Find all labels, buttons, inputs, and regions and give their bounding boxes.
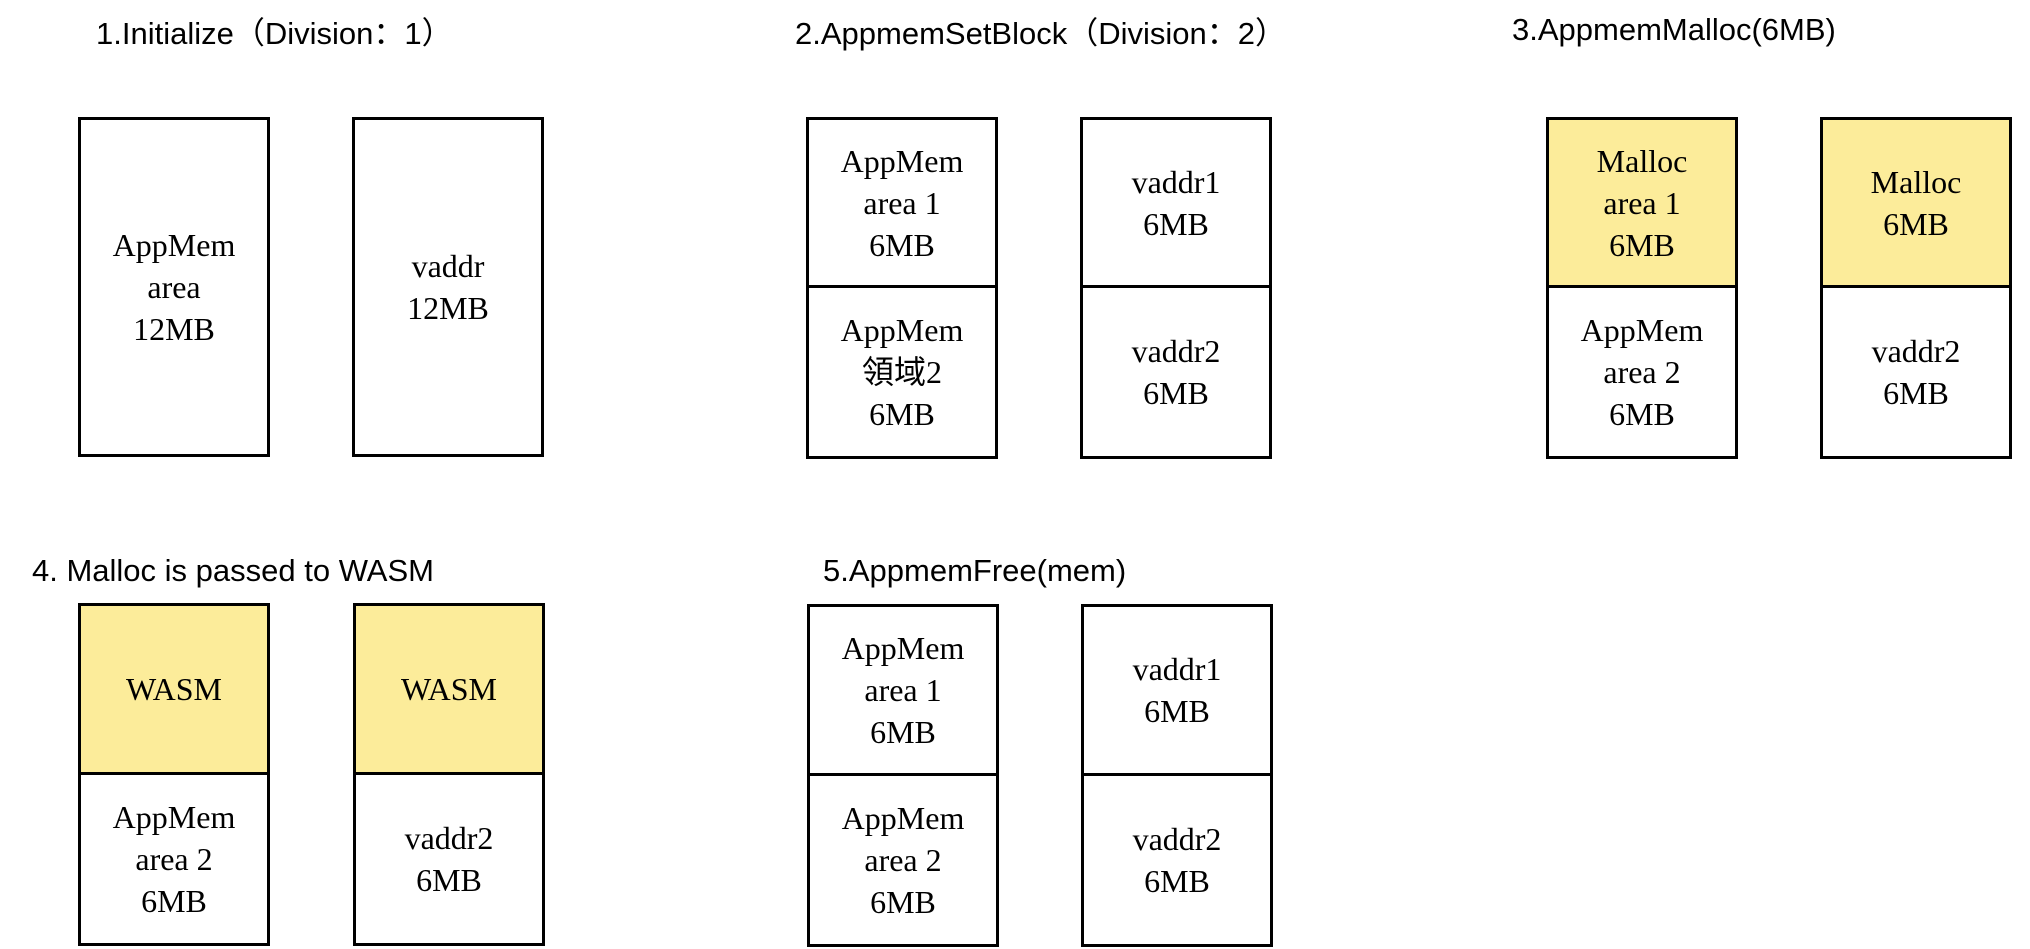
step-3-title: 3.AppmemMalloc(6MB): [1512, 12, 1836, 47]
appmem-area-1-block: AppMem area 1 6MB: [809, 120, 995, 288]
vaddr2-block: vaddr2 6MB: [1871, 333, 1961, 411]
vaddr1-block: vaddr1 6MB: [1083, 120, 1269, 288]
step-1-title: 1.Initialize（Division：1）: [96, 16, 453, 51]
step-1-vaddr-column: vaddr 12MB: [352, 117, 544, 457]
vaddr-block: vaddr 12MB: [407, 248, 489, 326]
appmem-area-2-block: AppMem area 2 6MB: [112, 798, 236, 919]
appmem-area-2-block: AppMem area 2 6MB: [841, 799, 965, 920]
step-4-appmem-column: WASM AppMem area 2 6MB: [78, 603, 270, 946]
appmem-area-block: AppMem area 12MB: [112, 227, 236, 347]
vaddr2-block: vaddr2 6MB: [1131, 333, 1221, 411]
step-2-vaddr-column: vaddr1 6MB vaddr2 6MB: [1080, 117, 1272, 459]
step-3-vaddr-column: Malloc 6MB vaddr2 6MB: [1820, 117, 2012, 459]
vaddr2-block: vaddr2 6MB: [1132, 820, 1222, 899]
step-4-title: 4. Malloc is passed to WASM: [32, 553, 434, 588]
wasm-block: WASM: [81, 606, 267, 775]
step-5-title: 5.AppmemFree(mem): [823, 553, 1127, 588]
appmem-area-2-block: AppMem area 2 6MB: [1580, 312, 1704, 432]
wasm-vaddr-block: WASM: [356, 606, 542, 775]
appmem-area-2-block: AppMem 領域2 6MB: [840, 312, 964, 432]
step-2-title: 2.AppmemSetBlock（Division：2）: [795, 16, 1287, 51]
vaddr2-block: vaddr2 6MB: [404, 819, 494, 898]
step-3-appmem-column: Malloc area 1 6MB AppMem area 2 6MB: [1546, 117, 1738, 459]
step-5-appmem-column: AppMem area 1 6MB AppMem area 2 6MB: [807, 604, 999, 947]
vaddr1-block: vaddr1 6MB: [1084, 607, 1270, 776]
step-2-appmem-column: AppMem area 1 6MB AppMem 領域2 6MB: [806, 117, 998, 459]
malloc-vaddr-block: Malloc 6MB: [1823, 120, 2009, 288]
step-4-vaddr-column: WASM vaddr2 6MB: [353, 603, 545, 946]
appmem-area-1-block: AppMem area 1 6MB: [810, 607, 996, 776]
step-1-appmem-column: AppMem area 12MB: [78, 117, 270, 457]
step-5-vaddr-column: vaddr1 6MB vaddr2 6MB: [1081, 604, 1273, 947]
malloc-area-1-block: Malloc area 1 6MB: [1549, 120, 1735, 288]
